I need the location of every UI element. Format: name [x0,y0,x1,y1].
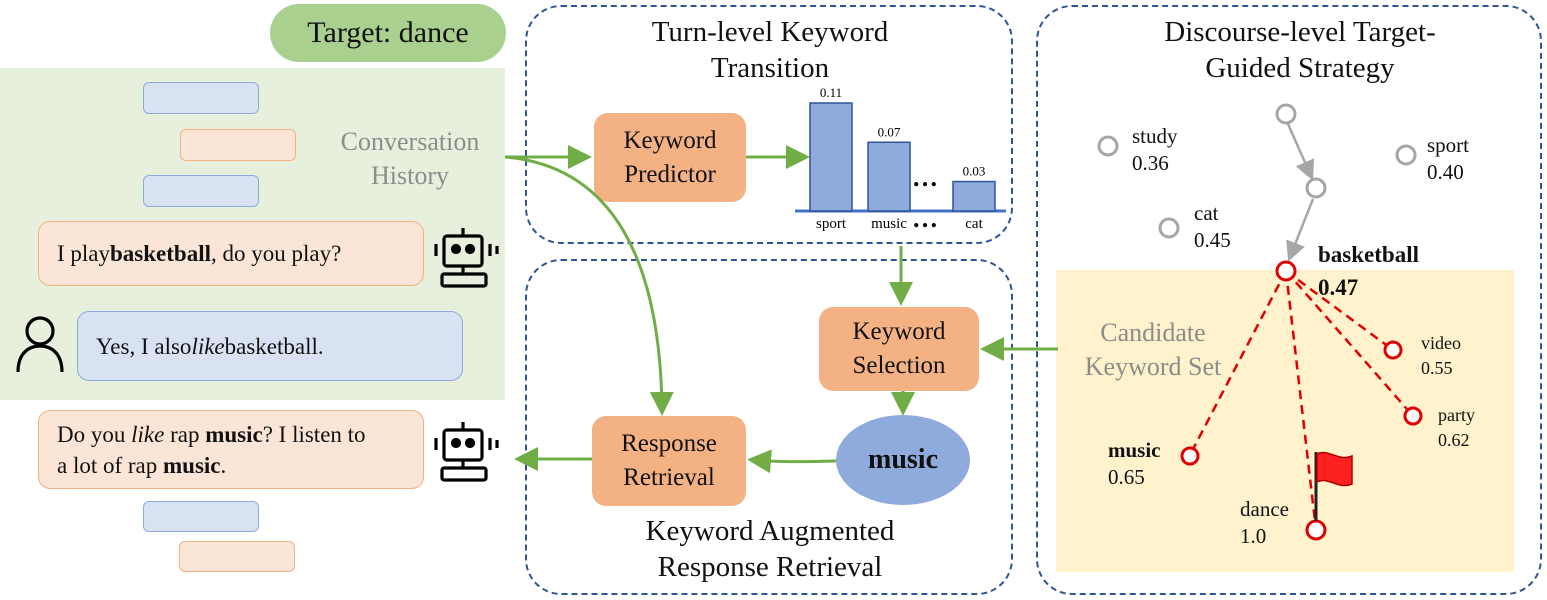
user-utterance: Yes, I also like basketball. [77,311,463,381]
conversation-history-label: Conversation History [340,127,480,190]
node-score: 0.62 [1438,430,1470,450]
node-score: 0.45 [1194,228,1231,252]
text-segment: basketball. [224,333,324,359]
node-label-music: music 0.65 [1108,437,1161,491]
text-segment: Do you [57,421,132,447]
aug-panel-title: Keyword Augmented Response Retrieval [645,515,895,583]
bot-response: Do you like rap music? I listen to a lot… [38,410,424,489]
node-label-sport: sport 0.40 [1427,132,1469,186]
text-segment: Yes, I also [96,333,192,359]
augmented-retrieval-panel [525,259,1013,595]
node-word: party [1438,405,1475,425]
node-score: 0.36 [1132,151,1169,175]
bold-keyword: music [205,421,263,447]
node-label-video: video 0.55 [1421,331,1461,381]
italic-word: like [131,421,165,447]
node-score: 0.40 [1427,160,1464,184]
bot-utterance: I play basketball, do you play? [38,221,424,286]
italic-word: like [191,333,225,359]
robot-icon [434,422,499,482]
text-segment: ? I listen to a lot of rap [57,421,366,478]
node-word: music [1108,438,1161,462]
node-label-cat: cat 0.45 [1194,200,1231,254]
strategy-panel-title: Discourse-level Target-Guided Strategy [1164,16,1436,84]
node-label-dance: dance 1.0 [1240,496,1289,550]
bold-keyword: music [163,452,221,478]
node-word: video [1421,333,1461,353]
node-label-study: study 0.36 [1132,123,1178,177]
node-score: 0.47 [1318,275,1359,300]
selected-keyword: music [868,444,938,475]
text-segment: I play [57,241,111,266]
history-utterance-placeholder [143,501,259,532]
turn-level-panel [525,5,1013,244]
candidate-keyword-set-label: Candidate Keyword Set [1084,318,1222,381]
history-utterance-placeholder [143,175,259,207]
node-word: cat [1194,201,1219,225]
node-score: 0.55 [1421,358,1453,378]
target-label: Target: dance [307,16,469,49]
response-retrieval-label: Response Retrieval [621,430,717,491]
node-word: sport [1427,133,1469,157]
history-utterance-placeholder [143,82,259,114]
text-segment: , do you play? [211,241,342,266]
history-utterance-placeholder [180,129,296,161]
node-label-party: party 0.62 [1438,403,1475,453]
strategy-panel [1036,5,1542,595]
text-segment: rap [164,421,206,447]
node-word: study [1132,124,1178,148]
target-pill: Target: dance [270,4,506,62]
turn-panel-title: Turn-level Keyword Transition [651,16,889,84]
selected-keyword-ellipse: music [836,415,970,505]
keyword-predictor-label: Keyword Predictor [623,126,717,188]
keyword-selection-label: Keyword Selection [852,318,946,379]
response-retrieval-box: Response Retrieval [592,416,746,506]
history-utterance-placeholder [179,541,295,572]
node-word: basketball [1318,242,1419,267]
node-label-basketball: basketball 0.47 [1318,238,1419,304]
bold-keyword: basketball [110,241,211,266]
text-segment: . [220,452,227,478]
keyword-selection-box: Keyword Selection [819,307,979,391]
node-score: 0.65 [1108,465,1145,489]
node-score: 1.0 [1240,524,1267,548]
keyword-predictor-box: Keyword Predictor [594,113,746,202]
node-word: dance [1240,497,1289,521]
